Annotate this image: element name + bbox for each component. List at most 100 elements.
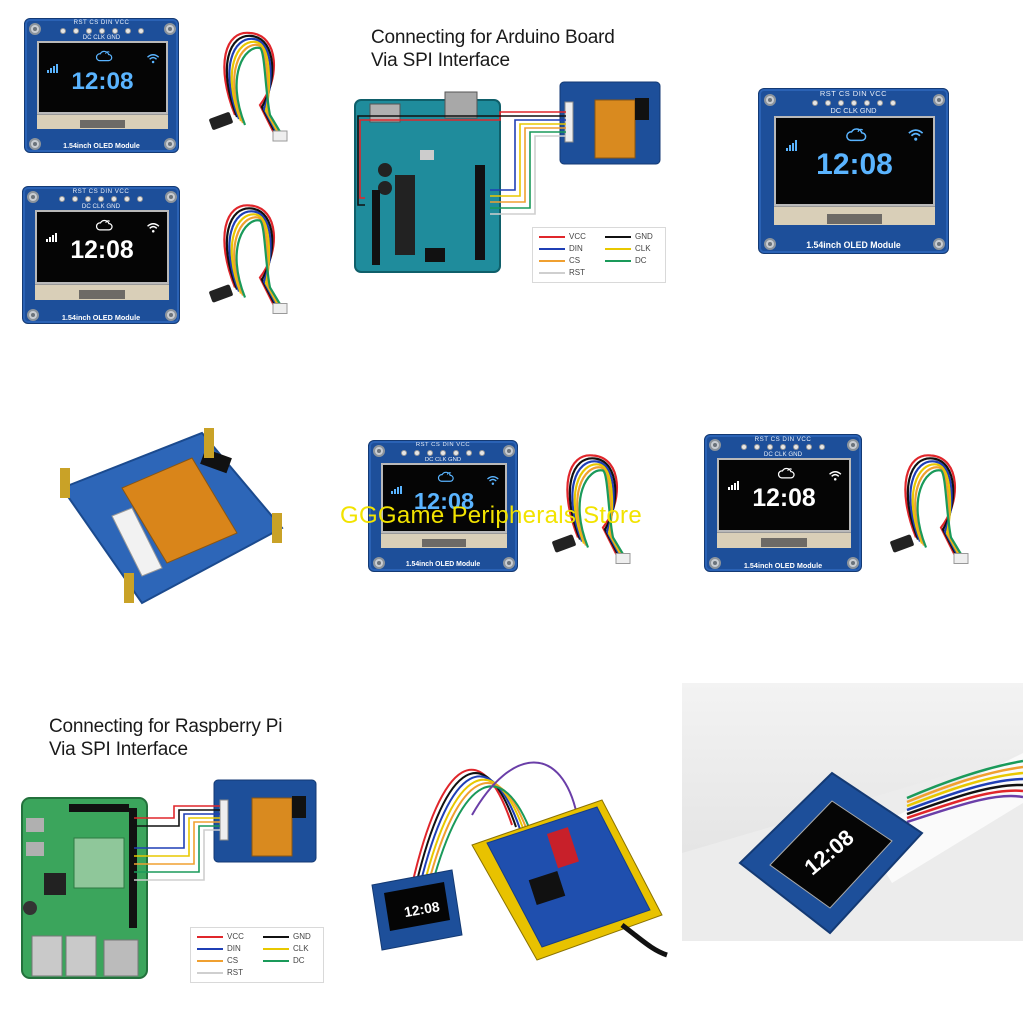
fpc-strip bbox=[79, 290, 125, 299]
legend-vcc: VCC bbox=[569, 232, 586, 241]
wifi-icon bbox=[146, 51, 160, 64]
clock-time: 12:08 bbox=[413, 488, 475, 515]
arduino-wire-legend: VCC GND DIN CLK CS DC RST bbox=[532, 227, 666, 283]
mount-hole bbox=[29, 23, 42, 36]
pin-pads bbox=[759, 99, 948, 106]
legend-din: DIN bbox=[569, 244, 583, 253]
weather-cloud-icon bbox=[95, 218, 114, 232]
legend-clk: CLK bbox=[635, 244, 651, 253]
legend-cs-2: CS bbox=[227, 956, 239, 965]
mount-hole bbox=[933, 238, 945, 250]
oled-screen: 12:08 bbox=[37, 41, 168, 115]
mount-hole bbox=[372, 444, 385, 457]
pin-pads bbox=[369, 449, 517, 456]
arduino-heading: Connecting for Arduino Board Via SPI Int… bbox=[371, 26, 615, 72]
clock-time: 12:08 bbox=[70, 236, 134, 264]
mount-hole bbox=[709, 556, 722, 569]
oled-screen: 12:08 bbox=[380, 462, 508, 534]
mount-hole bbox=[933, 93, 945, 106]
pin-pads bbox=[23, 196, 179, 203]
pin-header: RST CS DIN VCC DC CLK GND bbox=[759, 89, 948, 115]
mount-hole bbox=[503, 557, 516, 570]
cable-4pin-1 bbox=[209, 31, 288, 142]
pin-pads bbox=[25, 28, 178, 35]
mount-hole bbox=[163, 23, 176, 36]
mount-hole bbox=[163, 137, 176, 150]
raspberry-wiring-diagram bbox=[21, 779, 317, 979]
raspberry-heading-line2: Via SPI Interface bbox=[49, 739, 188, 760]
module-label: 1.54inch OLED Module bbox=[743, 560, 823, 570]
arduino-heading-line1: Connecting for Arduino Board bbox=[371, 27, 615, 48]
mount-hole bbox=[372, 557, 385, 570]
mount-hole bbox=[763, 93, 776, 106]
pin-labels-top: RST CS DIN VCC bbox=[72, 188, 130, 196]
weather-cloud-icon bbox=[777, 466, 796, 480]
raspberry-heading: Connecting for Raspberry Pi Via SPI Inte… bbox=[49, 715, 282, 761]
wifi-icon bbox=[828, 468, 842, 481]
wifi-icon bbox=[907, 128, 924, 142]
product-photo-angled: 12:08 bbox=[682, 683, 1023, 941]
cable-4pin-3 bbox=[552, 454, 631, 564]
mount-hole bbox=[164, 191, 177, 204]
legend-dc-2: DC bbox=[293, 956, 305, 965]
weather-cloud-icon bbox=[437, 470, 455, 484]
legend-gnd: GND bbox=[635, 232, 653, 241]
oled-module-back-view bbox=[60, 428, 284, 605]
module-label: 1.54inch OLED Module bbox=[405, 561, 481, 569]
pin-labels-bottom: DC CLK GND bbox=[424, 456, 462, 463]
arduino-heading-line2: Via SPI Interface bbox=[371, 50, 510, 71]
pin-labels-bottom: DC CLK GND bbox=[830, 105, 877, 115]
clock-time: 12:08 bbox=[752, 484, 816, 512]
clock-time: 12:08 bbox=[816, 148, 893, 182]
mount-hole bbox=[27, 308, 40, 321]
weather-cloud-icon bbox=[845, 126, 867, 143]
pin-header: RST CS DIN VCC DC CLK GND bbox=[369, 442, 517, 464]
signal-icon bbox=[390, 476, 403, 495]
oled-screen: 12:08 bbox=[773, 116, 935, 207]
pin-pads bbox=[705, 444, 861, 451]
mount-hole bbox=[846, 439, 859, 452]
arduino-oled-photo: 12:08 bbox=[371, 761, 668, 961]
mount-hole bbox=[709, 439, 722, 452]
mount-hole bbox=[503, 444, 516, 457]
legend-rst-2: RST bbox=[227, 968, 243, 977]
pin-labels-bottom: DC CLK GND bbox=[81, 203, 121, 211]
fpc-strip bbox=[827, 213, 882, 224]
raspberry-wire-legend: VCC GND DIN CLK CS DC RST bbox=[190, 927, 324, 983]
oled-module-white-1: RST CS DIN VCC DC CLK GND 12:08 1.54inch… bbox=[22, 186, 180, 324]
raspberry-heading-line1: Connecting for Raspberry Pi bbox=[49, 716, 283, 737]
store-watermark: GGGame Peripherals Store bbox=[340, 502, 642, 529]
legend-din-2: DIN bbox=[227, 944, 241, 953]
signal-icon bbox=[727, 472, 740, 491]
pin-labels-top: RST CS DIN VCC bbox=[819, 89, 888, 99]
fpc-strip bbox=[80, 120, 125, 129]
mount-hole bbox=[846, 556, 859, 569]
oled-module-white-2: RST CS DIN VCC DC CLK GND 12:08 1.54inch… bbox=[704, 434, 862, 572]
arduino-wiring-diagram bbox=[354, 81, 661, 273]
pin-header: RST CS DIN VCC DC CLK GND bbox=[25, 20, 178, 42]
module-label: 1.54inch OLED Module bbox=[61, 312, 141, 322]
pin-labels-top: RST CS DIN VCC bbox=[415, 441, 471, 448]
pin-header: RST CS DIN VCC DC CLK GND bbox=[705, 436, 861, 458]
fpc-strip bbox=[422, 539, 466, 547]
cable-4pin-2 bbox=[209, 204, 288, 314]
oled-screen: 12:08 bbox=[717, 457, 851, 533]
wifi-icon bbox=[486, 472, 500, 485]
legend-gnd-2: GND bbox=[293, 932, 311, 941]
signal-icon bbox=[45, 224, 58, 243]
wifi-icon bbox=[146, 220, 160, 233]
legend-cs: CS bbox=[569, 256, 581, 265]
photo-scene: 12:08 bbox=[682, 753, 1023, 941]
legend-rst: RST bbox=[569, 268, 585, 277]
mount-hole bbox=[763, 238, 776, 250]
oled-module-blue-large: RST CS DIN VCC DC CLK GND 12:08 1.54inch… bbox=[758, 88, 949, 254]
pin-header: RST CS DIN VCC DC CLK GND bbox=[23, 188, 179, 210]
cable-4pin-4 bbox=[890, 454, 969, 564]
mount-hole bbox=[29, 137, 42, 150]
oled-module-blue-1: RST CS DIN VCC DC CLK GND 12:08 1.54inch… bbox=[24, 18, 179, 153]
legend-vcc-2: VCC bbox=[227, 932, 244, 941]
oled-screen: 12:08 bbox=[35, 209, 169, 285]
pin-labels-bottom: DC CLK GND bbox=[82, 35, 121, 42]
mount-hole bbox=[27, 191, 40, 204]
fpc-strip bbox=[761, 538, 807, 547]
